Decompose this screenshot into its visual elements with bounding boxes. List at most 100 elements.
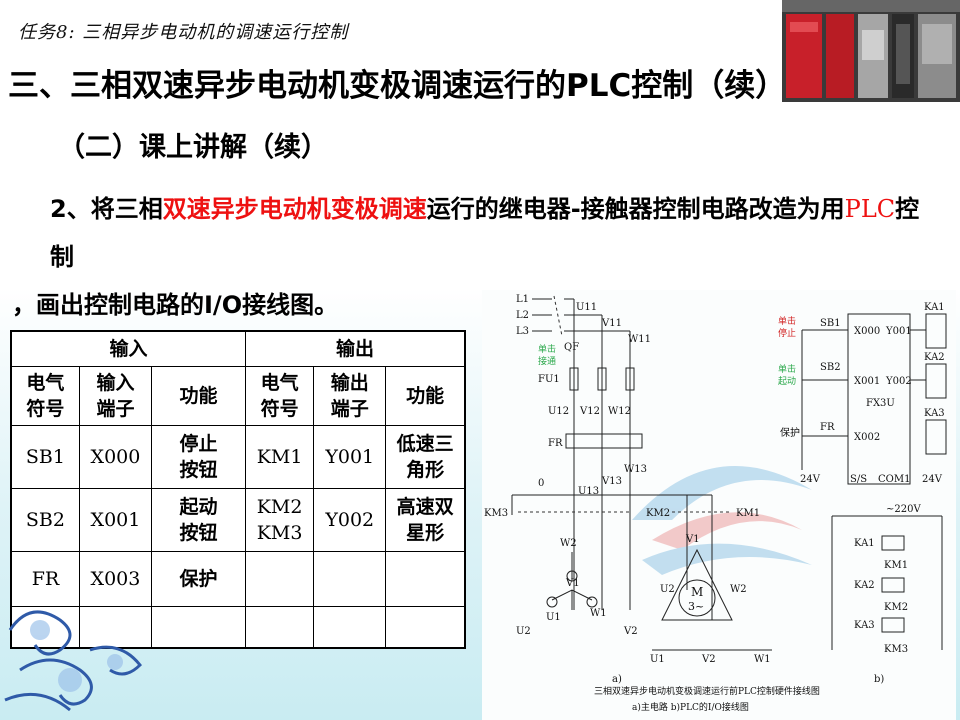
label-w1: W1 bbox=[590, 608, 607, 619]
table-cell bbox=[245, 551, 315, 607]
column-header-col-terminal-out: 输出 端子 bbox=[313, 366, 387, 426]
table-cell: 低速三 角形 bbox=[385, 425, 466, 489]
decorative-ornament bbox=[4, 610, 143, 712]
output-y002: Y002 bbox=[885, 376, 912, 387]
label-v1: V1 bbox=[565, 578, 580, 589]
label-w12: W12 bbox=[608, 406, 631, 417]
label-ss: S/S bbox=[850, 474, 867, 485]
fr-note: 保护 bbox=[780, 426, 800, 439]
label-km2: KM2 bbox=[646, 508, 670, 519]
label-24v: 24V bbox=[800, 474, 821, 485]
label-v11: V11 bbox=[601, 318, 622, 329]
paragraph-text-1: 2、将三相 bbox=[50, 195, 163, 223]
caption-line2: a)主电路 b)PLC的I/O接线图 bbox=[632, 701, 749, 713]
label-fr: FR bbox=[548, 438, 563, 449]
column-header-col-symbol-in: 电气 符号 bbox=[10, 366, 80, 426]
motor-phase: 3~ bbox=[688, 600, 704, 613]
table-cell: X003 bbox=[78, 551, 153, 607]
label-fu1: FU1 bbox=[538, 374, 560, 385]
label-ka1: KA1 bbox=[924, 302, 945, 313]
label-w11: W11 bbox=[628, 334, 651, 345]
table-cell bbox=[385, 606, 466, 649]
task-label: 任务8: 三相异步电动机的调速运行控制 bbox=[18, 22, 349, 43]
column-header-col-function-out: 功能 bbox=[385, 366, 466, 426]
label-u1: U1 bbox=[546, 612, 561, 623]
paragraph-line-2: ，画出控制电路的I/O接线图。 bbox=[12, 291, 339, 319]
table-cell: 高速双 星形 bbox=[385, 488, 466, 552]
table-cell: SB1 bbox=[10, 425, 80, 489]
label-a: a) bbox=[612, 674, 622, 685]
table-cell: Y001 bbox=[313, 425, 387, 489]
label-km3-b: KM3 bbox=[884, 644, 908, 655]
plc-io-circuit: FX3U 单击 停止 SB1 单击 起动 SB2 保护 FR X000 X001… bbox=[778, 302, 947, 685]
line-l1: L1 bbox=[516, 294, 529, 305]
line-l2: L2 bbox=[516, 310, 529, 321]
label-b: b) bbox=[874, 674, 884, 685]
table-group-header-row: 输入 输出 bbox=[10, 330, 466, 367]
qf-note-line1: 单击 bbox=[538, 343, 556, 355]
label-220v: ~220V bbox=[886, 504, 921, 515]
label-v2: V2 bbox=[623, 626, 638, 637]
output-y001: Y001 bbox=[885, 326, 912, 337]
label-ka3: KA3 bbox=[924, 408, 945, 419]
label-com1: COM1 bbox=[878, 474, 910, 485]
table-cell: X001 bbox=[78, 488, 153, 552]
table-cell bbox=[385, 551, 466, 607]
input-x002: X002 bbox=[854, 432, 880, 443]
input-x000: X000 bbox=[854, 326, 880, 337]
output-group-header: 输出 bbox=[245, 330, 466, 367]
qf-note-line2: 接通 bbox=[538, 355, 556, 367]
paragraph-highlight-1: 双速异步电动机变极调速 bbox=[162, 195, 427, 223]
table-cell: Y002 bbox=[313, 488, 387, 552]
label-24v-b: 24V bbox=[922, 474, 943, 485]
sb2-note-line2: 起动 bbox=[778, 376, 796, 387]
sb1-note-line2: 停止 bbox=[778, 327, 796, 339]
sb2-note-line1: 单击 bbox=[778, 363, 796, 375]
label-zero: 0 bbox=[538, 478, 544, 489]
label-km2-b: KM2 bbox=[884, 602, 908, 613]
label-qf: QF bbox=[564, 342, 579, 353]
label-ka2-b: KA2 bbox=[854, 580, 875, 591]
paragraph-highlight-plc: PLC bbox=[844, 195, 896, 223]
input-x001: X001 bbox=[854, 376, 880, 387]
label-sb2: SB2 bbox=[820, 362, 841, 373]
column-header-col-terminal-in: 输入 端子 bbox=[78, 366, 153, 426]
label-delta-v2: V2 bbox=[701, 654, 716, 665]
section-subtitle: （二）课上讲解（续） bbox=[58, 132, 328, 163]
table-cell: SB2 bbox=[10, 488, 80, 552]
column-header-col-function-in: 功能 bbox=[151, 366, 247, 426]
label-delta-w2: W2 bbox=[730, 584, 747, 595]
plc-model: FX3U bbox=[866, 398, 895, 409]
label-v13: V13 bbox=[601, 476, 622, 487]
label-delta-v1: V1 bbox=[685, 534, 700, 545]
caption-line1: 三相双速异步电动机变极调速运行前PLC控制硬件接线图 bbox=[594, 685, 820, 697]
label-u12: U12 bbox=[548, 406, 569, 417]
input-group-header: 输入 bbox=[10, 330, 247, 367]
paragraph-text-3: 控制 bbox=[50, 195, 920, 271]
label-km1: KM1 bbox=[736, 508, 760, 519]
label-sb1: SB1 bbox=[820, 318, 841, 329]
label-w2: W2 bbox=[560, 538, 577, 549]
table-cell: KM2 KM3 bbox=[245, 488, 315, 552]
page-title: 三、三相双速异步电动机变极调速运行的PLC控制（续） bbox=[8, 68, 787, 104]
plc-device-image bbox=[782, 0, 960, 102]
label-ka3-b: KA3 bbox=[854, 620, 875, 631]
paragraph-text-2: 运行的继电器-接触器控制电路改造为用 bbox=[426, 195, 845, 223]
label-u11: U11 bbox=[576, 302, 597, 313]
label-km1-b: KM1 bbox=[884, 560, 908, 571]
label-delta-u1: U1 bbox=[650, 654, 665, 665]
table-cell: X000 bbox=[78, 425, 153, 489]
label-ka2: KA2 bbox=[924, 352, 945, 363]
wiring-diagram: .t { font-family: "DejaVu Serif", serif;… bbox=[482, 290, 956, 720]
label-u2: U2 bbox=[516, 626, 531, 637]
label-v12: V12 bbox=[579, 406, 600, 417]
paragraph-line-1: 2、将三相双速异步电动机变极调速运行的继电器-接触器控制电路改造为用PLC控制 bbox=[12, 185, 942, 281]
table-cell: 停止 按钮 bbox=[151, 425, 247, 489]
label-delta-u2: U2 bbox=[660, 584, 675, 595]
table-cell bbox=[78, 606, 153, 649]
label-u13: U13 bbox=[578, 486, 599, 497]
